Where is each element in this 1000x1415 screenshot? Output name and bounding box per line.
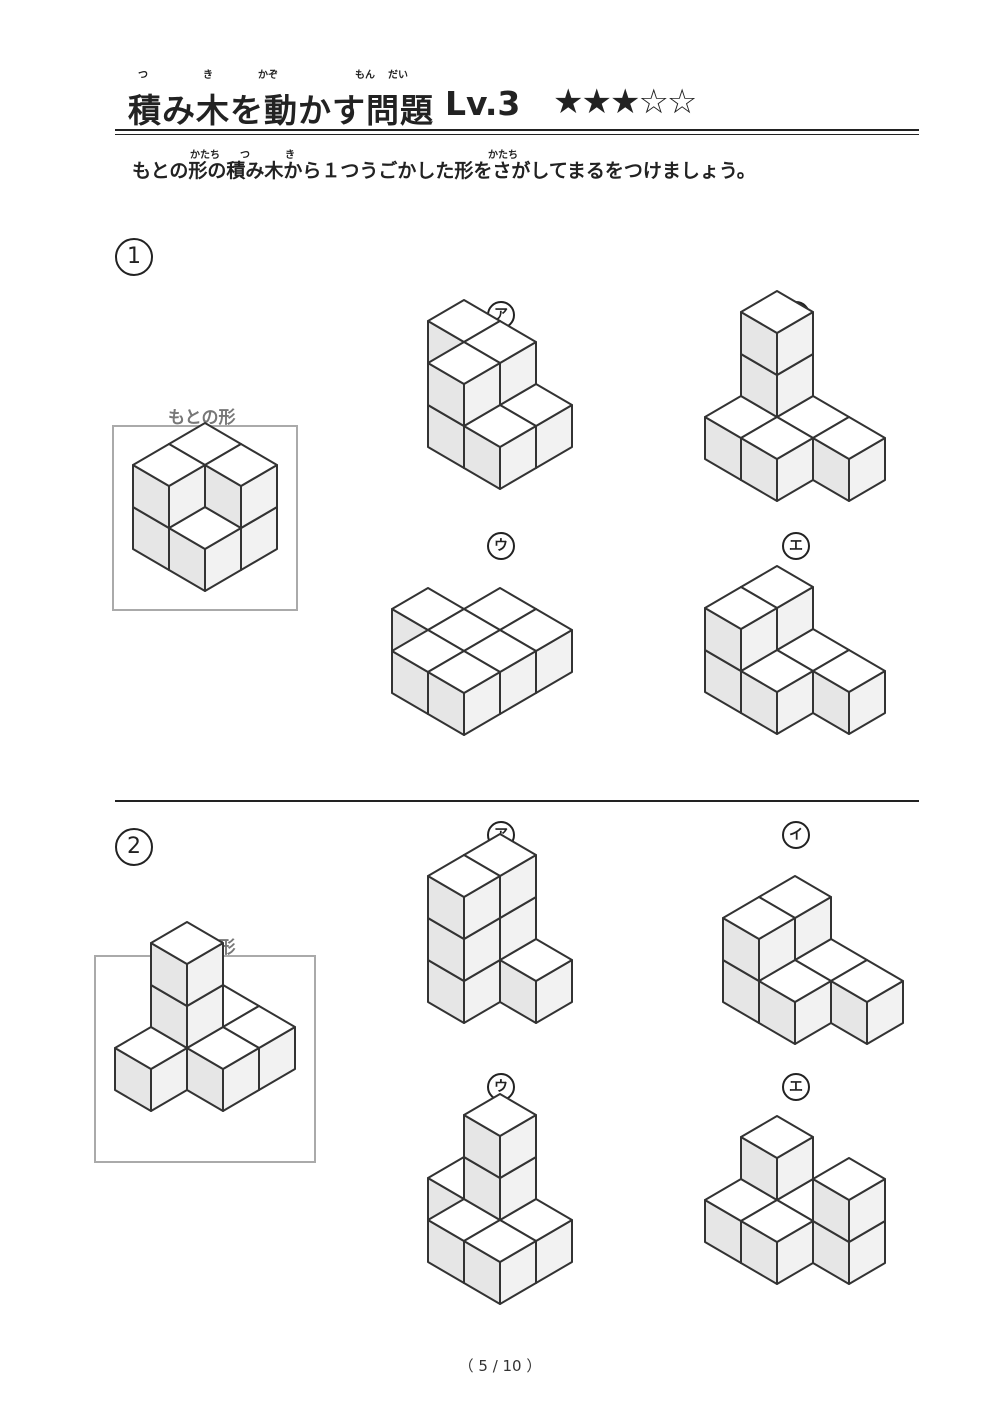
problem-1-option-e-label[interactable]: エ <box>782 532 810 560</box>
difficulty-stars: ★★★☆☆ <box>553 82 697 122</box>
ruby-ki: き <box>203 70 213 81</box>
problem-2-number: 2 <box>115 828 153 866</box>
problem-2-original-box <box>94 955 316 1163</box>
ruby-katachi2: かたち <box>488 150 518 161</box>
problem-2-option-a-label[interactable]: ア <box>487 821 515 849</box>
ruby-dai: だい <box>388 70 408 81</box>
ruby-mon: もん <box>355 70 375 81</box>
ruby-tsu2: つ <box>240 150 250 161</box>
header-rule-thin <box>115 134 919 135</box>
problem-1-option-i-label[interactable]: イ <box>782 301 810 329</box>
problem-1-original-box <box>112 425 298 611</box>
problem-2-option-u-label[interactable]: ウ <box>487 1073 515 1101</box>
ruby-ki2: き <box>285 150 295 161</box>
problem-1-option-a-label[interactable]: ア <box>487 301 515 329</box>
level-label: Lv.3 <box>445 84 521 123</box>
problem-1-number: 1 <box>115 238 153 276</box>
page-number: （ 5 / 10 ） <box>458 1357 542 1375</box>
problem-2-option-e-label[interactable]: エ <box>782 1073 810 1101</box>
page-title: 積み木を動かす問題 <box>128 91 434 130</box>
problem-1-option-u-label[interactable]: ウ <box>487 532 515 560</box>
section-divider <box>115 800 919 802</box>
header-rule <box>115 129 919 131</box>
ruby-tsu: つ <box>138 70 148 81</box>
problem-2-option-i-label[interactable]: イ <box>782 821 810 849</box>
ruby-kazo: かぞ <box>258 70 278 81</box>
instruction-text: もとの形の積み木から１つうごかした形をさがしてまるをつけましょう。 <box>132 160 756 182</box>
ruby-katachi: かたち <box>190 150 220 161</box>
